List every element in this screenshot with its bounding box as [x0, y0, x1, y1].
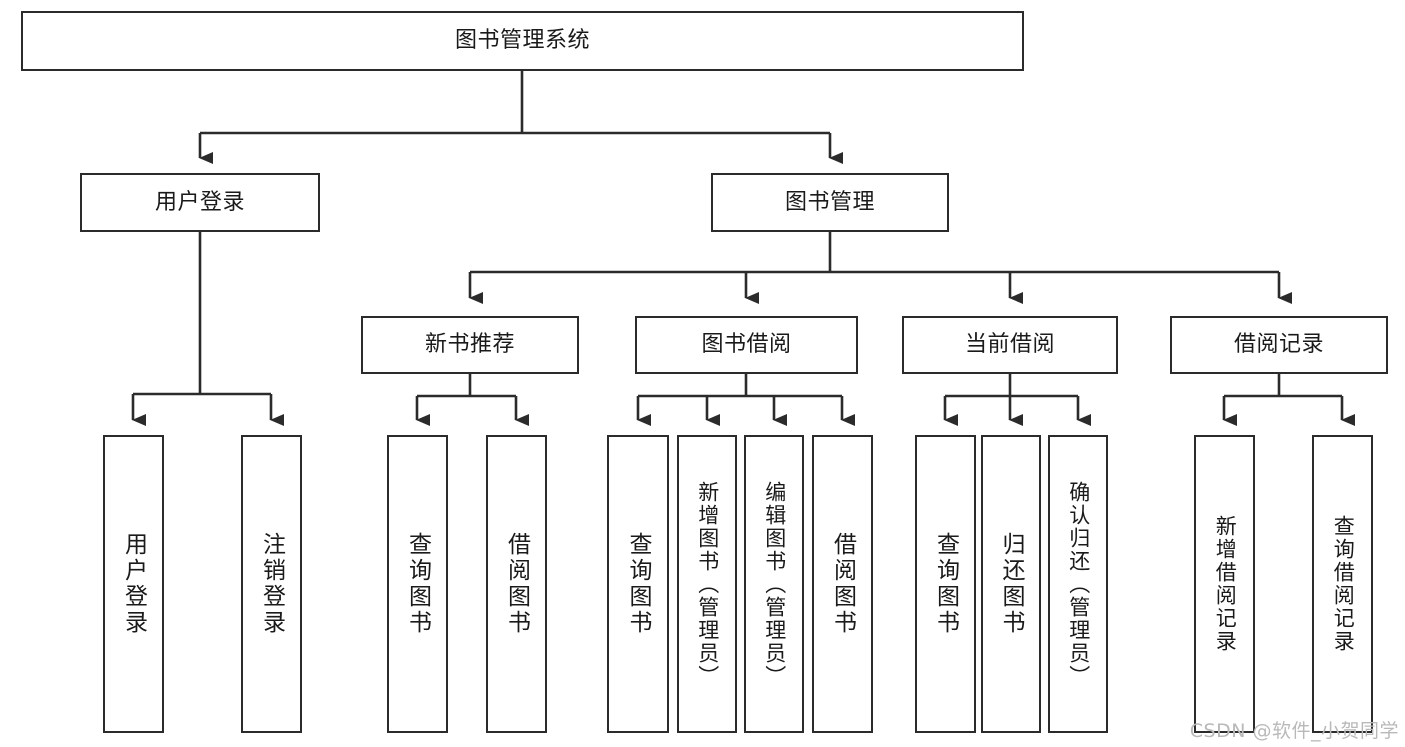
node-label: 借阅图书 — [829, 532, 856, 636]
node-leaf-return-book[interactable]: 归还图书 — [981, 435, 1041, 733]
node-book-management[interactable]: 图书管理 — [711, 173, 949, 232]
node-leaf-borrow-book-recommend[interactable]: 借阅图书 — [486, 435, 547, 733]
node-leaf-user-login[interactable]: 用户登录 — [103, 435, 164, 733]
node-label: 图书借阅 — [701, 332, 792, 358]
node-label: 用户登录 — [120, 532, 147, 636]
node-new-book-recommend[interactable]: 新书推荐 — [361, 316, 579, 374]
node-label: 查询图书 — [625, 532, 652, 636]
node-leaf-confirm-return-admin[interactable]: 确认归还（管理员） — [1048, 435, 1108, 733]
node-leaf-edit-book-admin[interactable]: 编辑图书（管理员） — [744, 435, 804, 733]
node-user-login[interactable]: 用户登录 — [80, 173, 320, 232]
node-label: 查询借阅记录 — [1331, 515, 1356, 653]
node-book-borrow[interactable]: 图书借阅 — [635, 316, 858, 374]
node-leaf-logout[interactable]: 注销登录 — [241, 435, 302, 733]
node-label: 查询图书 — [932, 532, 959, 636]
node-leaf-query-book-recommend[interactable]: 查询图书 — [387, 435, 448, 733]
node-label: 新增借阅记录 — [1213, 515, 1238, 653]
node-leaf-query-borrow-record[interactable]: 查询借阅记录 — [1312, 435, 1373, 733]
node-leaf-query-book-current[interactable]: 查询图书 — [915, 435, 976, 733]
node-label: 借阅图书 — [503, 532, 530, 636]
node-root-system[interactable]: 图书管理系统 — [21, 11, 1024, 71]
node-current-borrow[interactable]: 当前借阅 — [902, 316, 1118, 374]
node-label: 确认归还（管理员） — [1066, 480, 1091, 688]
node-borrow-record[interactable]: 借阅记录 — [1170, 316, 1388, 374]
node-label: 图书管理系统 — [454, 28, 590, 54]
node-label: 当前借阅 — [964, 332, 1055, 358]
node-label: 新增图书（管理员） — [695, 480, 720, 688]
node-label: 借阅记录 — [1233, 332, 1324, 358]
node-label: 编辑图书（管理员） — [762, 480, 787, 688]
node-label: 图书管理 — [784, 189, 875, 215]
node-leaf-borrow-book[interactable]: 借阅图书 — [812, 435, 873, 733]
node-label: 归还图书 — [998, 532, 1025, 636]
node-label: 新书推荐 — [424, 332, 515, 358]
node-label: 查询图书 — [404, 532, 431, 636]
node-leaf-query-book-borrow[interactable]: 查询图书 — [607, 435, 669, 733]
node-label: 注销登录 — [258, 532, 285, 636]
node-leaf-add-book-admin[interactable]: 新增图书（管理员） — [677, 435, 737, 733]
csdn-watermark: CSDN @软件_小贺同学 — [1189, 720, 1399, 742]
node-label: 用户登录 — [154, 189, 245, 215]
node-leaf-add-borrow-record[interactable]: 新增借阅记录 — [1194, 435, 1255, 733]
